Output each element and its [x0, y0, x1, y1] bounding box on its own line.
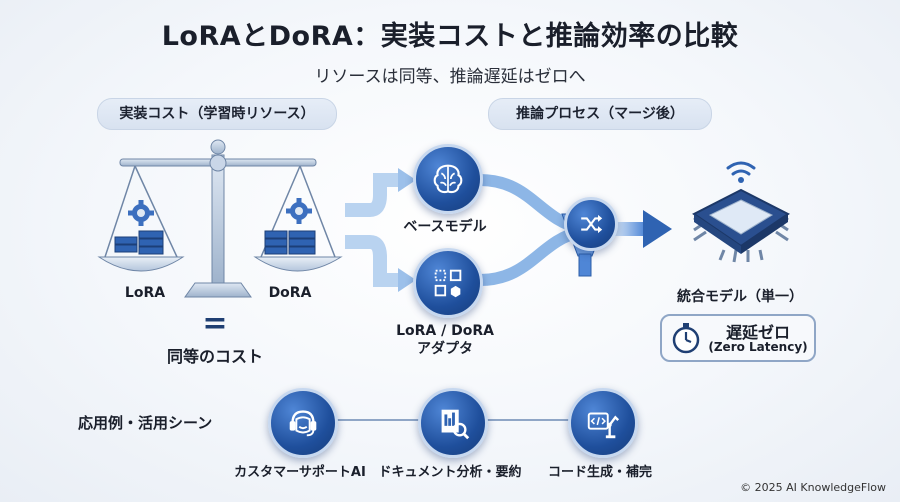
inference-section-heading: 推論プロセス（マージ後） [488, 98, 712, 130]
zero-latency-title: 遅延ゼロ [725, 323, 790, 342]
zero-latency-subtitle: (Zero Latency) [708, 340, 808, 354]
page-title: LoRAとDoRA：実装コストと推論効率の比較 [161, 21, 739, 52]
adapter-blocks-icon [434, 269, 462, 298]
cost-section-heading: 実装コスト（学習時リソース） [97, 98, 337, 130]
adapter-label-line1: LoRA / DoRA [396, 323, 494, 339]
base-model-node [413, 144, 483, 214]
balance-scale-icon [97, 139, 343, 298]
use-case-code-generation-label: コード生成・補完 [547, 465, 652, 480]
document-magnifier-icon [441, 409, 470, 440]
equals-sign: = [202, 306, 228, 341]
dora-label: DoRA [268, 285, 312, 301]
use-case-code-generation [568, 388, 638, 458]
adapter-label: LoRA / DoRA アダプタ [375, 322, 515, 358]
shuffle-icon [581, 214, 603, 234]
adapter-label-line2: アダプタ [417, 341, 473, 357]
lora-label: LoRA [124, 285, 166, 301]
code-robot-arm-icon [587, 412, 620, 439]
merged-model-label: 統合モデル（単一） [677, 289, 803, 305]
page-subtitle: リソースは同等、推論遅延はゼロへ [314, 67, 586, 87]
adapter-node [413, 248, 483, 318]
use-case-customer-support [268, 388, 338, 458]
stopwatch-icon [672, 323, 700, 354]
zero-latency-badge: 遅延ゼロ (Zero Latency) [660, 314, 816, 362]
equal-cost-label: 同等のコスト [166, 347, 263, 366]
use-case-customer-support-label: カスタマーサポートAI [234, 465, 366, 480]
brain-icon [433, 164, 463, 194]
merge-node [564, 197, 618, 251]
base-model-label: ベースモデル [403, 219, 487, 235]
copyright: © 2025 AI KnowledgeFlow [740, 481, 886, 494]
headset-icon [289, 410, 317, 437]
use-case-document-analysis-label: ドキュメント分析・要約 [378, 465, 522, 480]
wireless-icon [726, 161, 756, 176]
chip-icon [692, 161, 790, 263]
use-cases-heading: 応用例・活用シーン [78, 414, 213, 432]
use-case-document-analysis [418, 388, 488, 458]
